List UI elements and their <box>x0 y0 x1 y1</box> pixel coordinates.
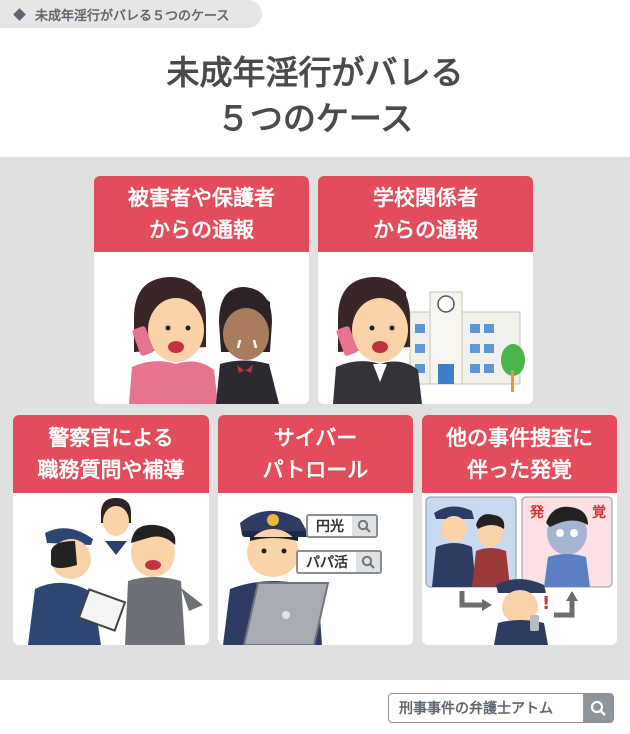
card-title-line-1: 他の事件捜査に <box>446 426 593 450</box>
card-title-line-1: サイバー <box>273 426 358 450</box>
card-header: 学校関係者 からの通報 <box>318 176 533 252</box>
card-illustration: 発 覚 ! <box>422 493 617 645</box>
search-bar-enko: 円光 <box>306 514 378 538</box>
search-term: パパ活 <box>306 555 348 571</box>
search-icon[interactable] <box>583 694 613 722</box>
search-icon <box>356 552 380 572</box>
card-title-line-1: 学校関係者 <box>373 186 478 210</box>
card-illustration <box>13 493 209 645</box>
card-header: 警察官による 職務質問や補導 <box>13 415 209 493</box>
section-tag: 未成年淫行がバレる５つのケース <box>0 0 262 28</box>
section-tag-label: 未成年淫行がバレる５つのケース <box>35 8 230 24</box>
card-title-line-2: 伴った発覚 <box>467 458 572 482</box>
card-header: 他の事件捜査に 伴った発覚 <box>422 415 617 493</box>
school-illustration <box>333 277 525 404</box>
title-line-1: 未成年淫行がバレる <box>166 53 464 92</box>
footer-search-label: 刑事事件の弁護士アトム <box>399 701 553 717</box>
card-header: 被害者や保護者 からの通報 <box>94 176 309 252</box>
search-icon <box>352 516 376 536</box>
search-bar-papakatsu: パパ活 <box>296 550 382 574</box>
case-card-cyber-patrol: サイバー パトロール 円光 パパ活 <box>218 415 413 645</box>
card-title-line-1: 警察官による <box>48 426 174 450</box>
card-title-line-1: 被害者や保護者 <box>128 186 275 210</box>
card-illustration: 円光 パパ活 <box>218 493 413 645</box>
diamond-icon <box>13 7 26 21</box>
card-title-line-2: からの通報 <box>373 218 478 242</box>
card-title-line-2: 職務質問や補導 <box>37 458 185 482</box>
case-card-other-investigation: 他の事件捜査に 伴った発覚 発 覚 <box>422 415 617 645</box>
label-kaku: 覚 <box>592 504 606 521</box>
mother-phone-illustration <box>129 277 279 404</box>
card-illustration <box>318 252 533 404</box>
police-questioning-illustration <box>28 498 203 645</box>
card-title-line-2: パトロール <box>262 458 369 482</box>
investigation-illustration: 発 覚 ! <box>425 496 613 645</box>
label-hatsu: 発 <box>529 504 545 521</box>
case-card-victim-guardian-report: 被害者や保護者 からの通報 <box>94 176 309 404</box>
card-title-line-2: からの通報 <box>149 218 254 242</box>
case-card-school-report: 学校関係者 からの通報 <box>318 176 533 404</box>
svg-text:!: ! <box>542 593 550 614</box>
cyber-patrol-illustration <box>223 510 330 645</box>
page-title: 未成年淫行がバレる ５つのケース <box>0 50 630 142</box>
search-term: 円光 <box>316 519 344 535</box>
card-illustration <box>94 252 309 404</box>
case-card-police-questioning: 警察官による 職務質問や補導 <box>13 415 209 645</box>
title-line-2: ５つのケース <box>216 99 414 138</box>
footer-search-box[interactable]: 刑事事件の弁護士アトム <box>388 693 614 723</box>
card-header: サイバー パトロール <box>218 415 413 493</box>
